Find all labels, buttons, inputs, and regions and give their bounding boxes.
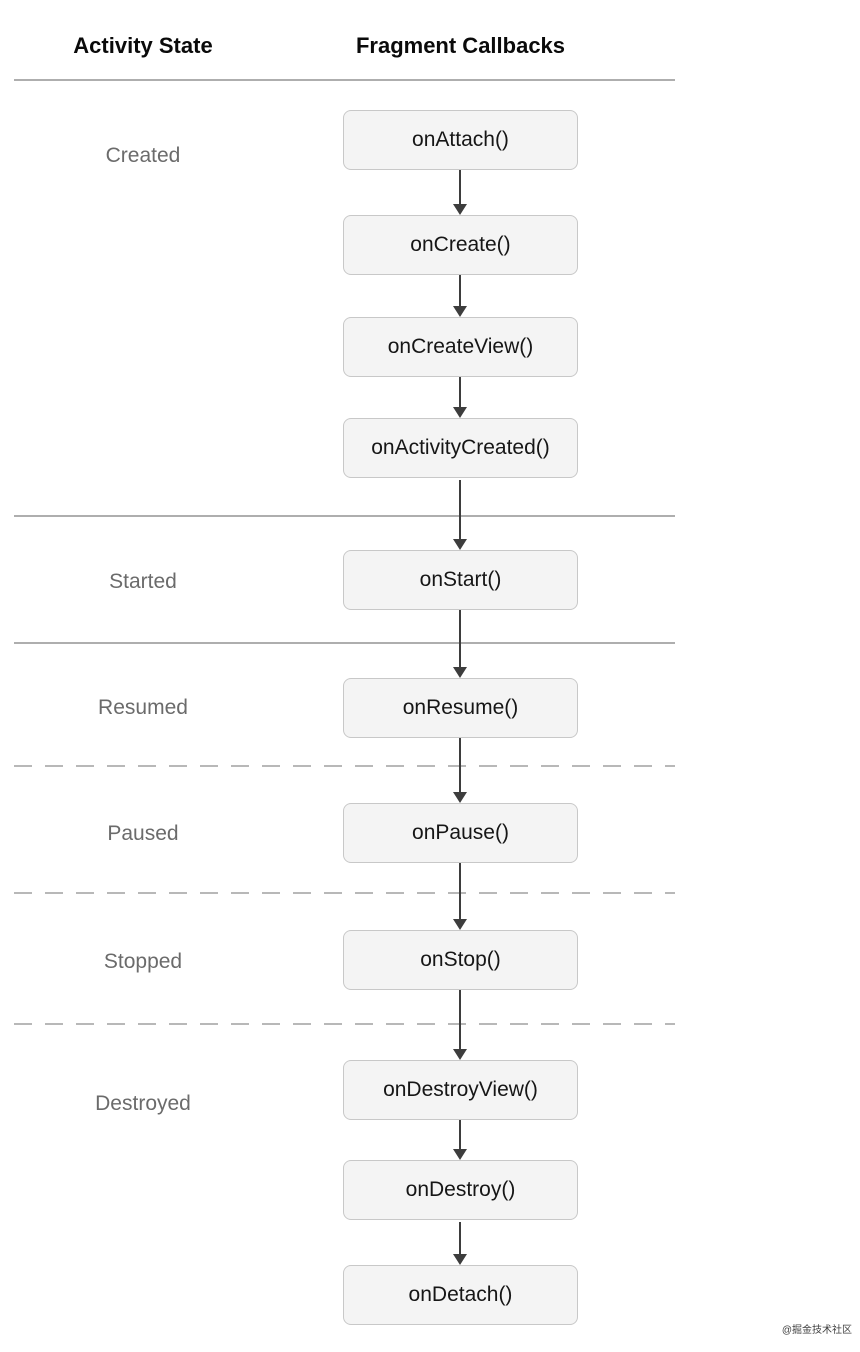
section-divider-dashed-destroyed <box>14 1023 675 1025</box>
section-divider-solid-started <box>14 515 675 517</box>
down-arrow-8 <box>452 990 468 1060</box>
state-label-stopped: Stopped <box>103 950 183 973</box>
column-header-fragment-callbacks: Fragment Callbacks <box>355 33 566 58</box>
down-arrow-10 <box>452 1222 468 1265</box>
callback-box-onresume: onResume() <box>343 678 578 738</box>
header-divider <box>14 79 675 81</box>
callback-box-onattach: onAttach() <box>343 110 578 170</box>
section-divider-dashed-paused <box>14 765 675 767</box>
state-label-started: Started <box>109 570 177 593</box>
state-label-created: Created <box>105 144 181 167</box>
down-arrow-4 <box>452 480 468 550</box>
callback-box-ondetach: onDetach() <box>343 1265 578 1325</box>
state-label-paused: Paused <box>107 822 179 845</box>
callback-box-onpause: onPause() <box>343 803 578 863</box>
down-arrow-9 <box>452 1120 468 1160</box>
down-arrow-2 <box>452 275 468 317</box>
down-arrow-6 <box>452 738 468 803</box>
callback-box-oncreateview: onCreateView() <box>343 317 578 377</box>
callback-box-onstart: onStart() <box>343 550 578 610</box>
section-divider-dashed-stopped <box>14 892 675 894</box>
callback-box-onstop: onStop() <box>343 930 578 990</box>
state-label-resumed: Resumed <box>98 696 188 719</box>
column-header-activity-state: Activity State <box>73 33 213 58</box>
callback-box-ondestroyview: onDestroyView() <box>343 1060 578 1120</box>
callback-box-onactivitycreated: onActivityCreated() <box>343 418 578 478</box>
section-divider-solid-resumed <box>14 642 675 644</box>
down-arrow-1 <box>452 170 468 215</box>
down-arrow-5 <box>452 610 468 678</box>
down-arrow-3 <box>452 377 468 418</box>
state-label-destroyed: Destroyed <box>95 1092 191 1115</box>
down-arrow-7 <box>452 863 468 930</box>
callback-box-oncreate: onCreate() <box>343 215 578 275</box>
callback-box-ondestroy: onDestroy() <box>343 1160 578 1220</box>
watermark: @掘金技术社区 <box>781 1325 852 1336</box>
